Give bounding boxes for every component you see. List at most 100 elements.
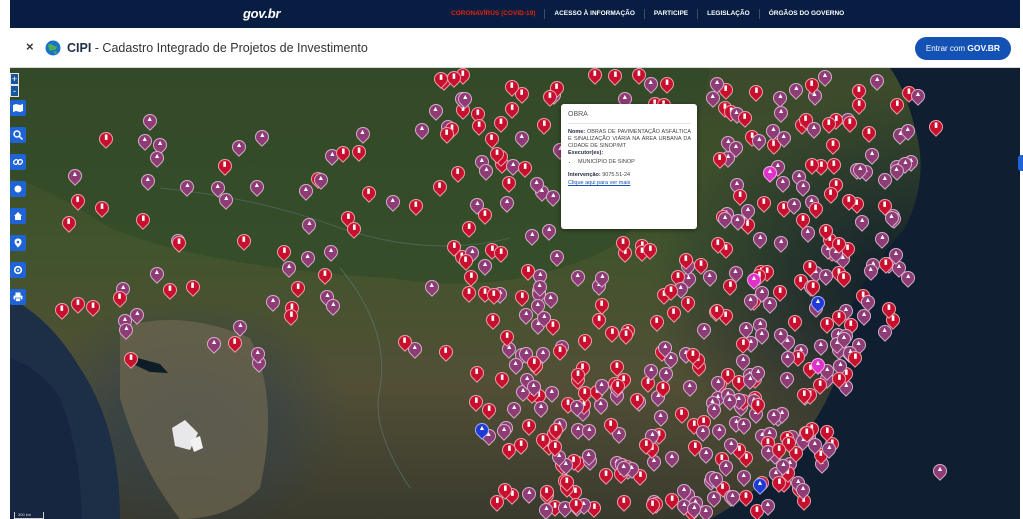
- obra-marker[interactable]: ▮: [736, 447, 757, 469]
- projeto-marker[interactable]: ▲: [716, 456, 736, 478]
- obra-marker[interactable]: ▮: [512, 287, 533, 308]
- obra-marker[interactable]: ▮: [711, 449, 732, 470]
- obra-marker[interactable]: ▮: [883, 309, 903, 331]
- obra-marker[interactable]: ▮: [338, 207, 359, 229]
- projeto-marker[interactable]: ▲: [505, 355, 526, 376]
- projeto-marker[interactable]: ▲: [770, 324, 791, 346]
- obra-marker[interactable]: ▮: [558, 393, 579, 415]
- projeto-marker[interactable]: ▲: [696, 443, 717, 465]
- projeto-marker[interactable]: ▲: [709, 420, 730, 442]
- layers-button[interactable]: [10, 181, 26, 197]
- projeto-marker[interactable]: ▲: [694, 319, 715, 341]
- projeto-marker[interactable]: ▲: [295, 180, 316, 202]
- obra-marker[interactable]: ▮: [638, 373, 659, 394]
- obra-marker[interactable]: ▮: [839, 112, 860, 134]
- obra-marker[interactable]: ▮: [214, 155, 235, 177]
- projeto-marker[interactable]: ▲: [555, 455, 576, 476]
- obra-marker[interactable]: ▮: [436, 123, 457, 145]
- projeto-marker[interactable]: ▲: [139, 110, 160, 132]
- obra-marker[interactable]: ▮: [737, 215, 758, 236]
- obra-marker[interactable]: ▮: [769, 440, 790, 461]
- projeto-marker[interactable]: ▲: [674, 480, 694, 502]
- obra-marker[interactable]: ▮: [51, 300, 72, 321]
- gov-link-covid[interactable]: CORONAVÍRUS (COVID-19): [442, 9, 546, 19]
- obra-marker[interactable]: ▮: [447, 162, 468, 184]
- projeto-marker[interactable]: ▲: [670, 279, 691, 300]
- obra-marker[interactable]: ▮: [605, 68, 626, 87]
- obra-marker[interactable]: ▮: [543, 316, 563, 337]
- obra-marker[interactable]: ▮: [442, 118, 462, 140]
- obra-marker[interactable]: ▮: [607, 376, 628, 397]
- obra-marker[interactable]: ▮: [288, 278, 309, 299]
- obra-marker[interactable]: ▮: [874, 196, 895, 217]
- projeto-marker[interactable]: ▲: [852, 211, 873, 233]
- obra-marker[interactable]: ▮: [691, 255, 711, 276]
- projeto-marker[interactable]: ▲: [543, 186, 564, 208]
- projeto-marker[interactable]: ▲: [725, 262, 746, 284]
- projeto-marker[interactable]: ▲: [247, 344, 268, 365]
- projeto-marker[interactable]: ▲: [568, 420, 589, 441]
- projeto-marker[interactable]: ▲: [741, 333, 761, 354]
- projeto-marker[interactable]: ▲: [323, 296, 344, 317]
- obra-marker[interactable]: ▮: [160, 280, 180, 301]
- search-button[interactable]: [10, 127, 26, 143]
- obra-marker[interactable]: ▮: [616, 324, 637, 346]
- projeto-marker[interactable]: ▲: [497, 193, 517, 214]
- obra-marker[interactable]: ▮: [796, 423, 817, 444]
- obra-marker[interactable]: ▮: [467, 104, 488, 125]
- obra-marker[interactable]: ▮: [629, 68, 649, 86]
- obra-marker[interactable]: ▮: [826, 174, 847, 196]
- projeto-marker[interactable]: ▲: [578, 445, 599, 467]
- projeto-marker[interactable]: ▲: [740, 370, 761, 391]
- projeto-marker[interactable]: ▲: [908, 85, 928, 107]
- obra-marker[interactable]: ▮: [613, 370, 634, 391]
- projeto-marker[interactable]: ▲: [777, 347, 798, 369]
- projeto-marker[interactable]: ▲: [523, 377, 544, 398]
- projeto-marker[interactable]: ▲: [804, 85, 825, 107]
- obra-marker[interactable]: ▮: [636, 434, 657, 456]
- projeto-marker[interactable]: ▲: [726, 137, 746, 159]
- projeto-marker[interactable]: ▲: [860, 260, 881, 282]
- projeto-marker[interactable]: ▲: [733, 467, 754, 488]
- projeto-marker[interactable]: ▲: [204, 333, 225, 355]
- projeto-marker[interactable]: ▲: [650, 407, 671, 428]
- projeto-marker[interactable]: ▲: [64, 166, 85, 187]
- projeto-marker[interactable]: ▲: [786, 79, 807, 101]
- obra-marker[interactable]: ▮: [475, 204, 495, 226]
- obra-marker[interactable]: ▮: [817, 314, 838, 335]
- obra-marker[interactable]: ▮: [233, 231, 254, 252]
- projeto-marker[interactable]: ▲: [693, 422, 713, 443]
- projeto-marker[interactable]: ▲: [733, 351, 754, 372]
- obra-marker[interactable]: ▮: [810, 375, 831, 396]
- projeto-marker[interactable]: ▲: [836, 376, 857, 398]
- obra-marker[interactable]: ▮: [96, 128, 117, 150]
- projeto-marker[interactable]: ▲: [684, 498, 705, 519]
- obra-marker[interactable]: ▮: [815, 221, 836, 242]
- obra-marker[interactable]: ▮: [545, 497, 565, 518]
- map-view[interactable]: ▮▲▲▲▮▮▲▮▮▲▮▮▮▮▮▮▲▲▮▮▲▮▲▲▮▮▮▲▲▲▲▲▲▲▮▲▲▮▲▮…: [10, 68, 1020, 519]
- obra-marker[interactable]: ▮: [482, 239, 503, 261]
- obra-marker[interactable]: ▮: [499, 440, 520, 461]
- obra-marker[interactable]: ▮: [777, 463, 798, 484]
- projeto-marker[interactable]: ▲: [528, 315, 549, 336]
- obra-marker[interactable]: ▮: [518, 415, 539, 437]
- projeto-marker[interactable]: ▲: [113, 278, 134, 300]
- projeto-marker[interactable]: ▲: [421, 277, 442, 298]
- govbr-logo[interactable]: gov.br: [243, 6, 281, 21]
- obra-marker[interactable]: ▮: [829, 369, 850, 390]
- projeto-marker[interactable]: ▲: [740, 291, 761, 312]
- projeto-marker[interactable]: ▲: [534, 308, 555, 329]
- obra-marker[interactable]: ▮: [746, 82, 767, 103]
- obra-marker[interactable]: ▮: [133, 210, 154, 231]
- obra-marker[interactable]: ▮: [668, 266, 688, 288]
- projeto-marker[interactable]: ▲: [549, 447, 570, 468]
- projeto-marker[interactable]: ▲: [279, 258, 300, 279]
- projeto-marker[interactable]: ▲: [533, 343, 554, 365]
- obra-marker[interactable]: ▮: [444, 236, 465, 258]
- projeto-marker[interactable]: ▲: [322, 146, 343, 167]
- projeto-marker[interactable]: ▲: [695, 502, 716, 519]
- obra-marker[interactable]: ▮: [281, 306, 302, 327]
- obra-marker[interactable]: ▮: [820, 183, 841, 205]
- projeto-marker[interactable]: ▲: [728, 389, 749, 411]
- projeto-marker[interactable]: ▲: [539, 220, 560, 242]
